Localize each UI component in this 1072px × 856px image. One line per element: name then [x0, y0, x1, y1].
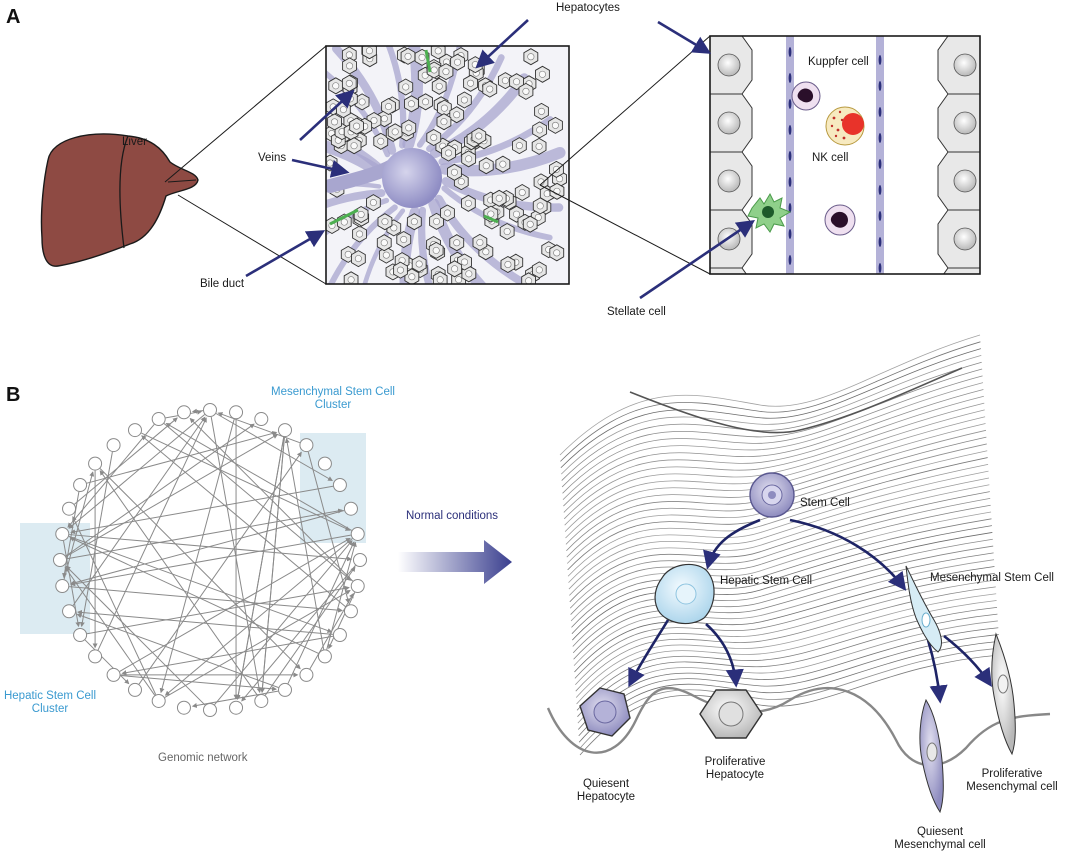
- lobule-box: [325, 45, 570, 285]
- ph-line-1: Proliferative: [704, 756, 766, 768]
- panel-a-letter: A: [6, 6, 21, 28]
- msc-cluster-line-2: Cluster: [314, 399, 352, 411]
- hsc-cluster-line-2: Cluster: [31, 703, 69, 715]
- proliferative-mesenchymal-cell: [991, 632, 1016, 756]
- quiesent-mesenchymal-label: Quiesent Mesenchymal cell: [890, 826, 990, 852]
- msc-cluster-label: Mesenchymal Stem Cell Cluster: [258, 386, 408, 412]
- veins-label: Veins: [258, 152, 287, 164]
- panel-b-letter: B: [6, 384, 21, 406]
- stellate-cell-label: Stellate cell: [607, 306, 666, 318]
- hsc-cluster-box: [20, 523, 90, 634]
- hepatic-stem-cell-label: Hepatic Stem Cell: [720, 575, 813, 587]
- pm-line-1: Proliferative: [981, 768, 1043, 780]
- normal-conditions-label: Normal conditions: [406, 510, 499, 522]
- liver-label: Liver: [122, 136, 147, 148]
- pm-line-2: Mesenchymal cell: [966, 781, 1058, 793]
- hsc-cluster-line-1: Hepatic Stem Cell: [3, 690, 97, 702]
- qm-line-2: Mesenchymal cell: [894, 839, 986, 851]
- mesenchymal-stem-cell-label: Mesenchymal Stem Cell: [930, 572, 1054, 584]
- qm-line-1: Quiesent: [916, 826, 964, 838]
- quiesent-hepatocyte-label: Quiesent Hepatocyte: [566, 778, 646, 804]
- msc-cluster-box: [300, 433, 366, 543]
- mesenchymal-stem-cell: [905, 565, 942, 653]
- stem-cell-label: Stem Cell: [800, 497, 850, 509]
- central-vein: [382, 148, 442, 208]
- qh-line-1: Quiesent: [582, 778, 630, 790]
- normal-conditions-arrow: [398, 540, 512, 584]
- msc-cluster-line-1: Mesenchymal Stem Cell: [271, 386, 395, 398]
- kuppfer-cell-label: Kuppfer cell: [808, 56, 869, 68]
- genomic-network-label: Genomic network: [158, 752, 248, 764]
- ph-line-2: Hepatocyte: [705, 769, 765, 781]
- qh-line-2: Hepatocyte: [576, 791, 636, 803]
- proliferative-mesenchymal-label: Proliferative Mesenchymal cell: [960, 768, 1064, 794]
- hsc-cluster-label: Hepatic Stem Cell Cluster: [0, 690, 102, 716]
- sinusoid-box: [709, 35, 981, 275]
- bile-duct-label: Bile duct: [200, 278, 245, 290]
- nk-cell-label: NK cell: [812, 152, 849, 164]
- proliferative-hepatocyte-label: Proliferative Hepatocyte: [692, 756, 778, 782]
- hepatocytes-label: Hepatocytes: [556, 2, 620, 14]
